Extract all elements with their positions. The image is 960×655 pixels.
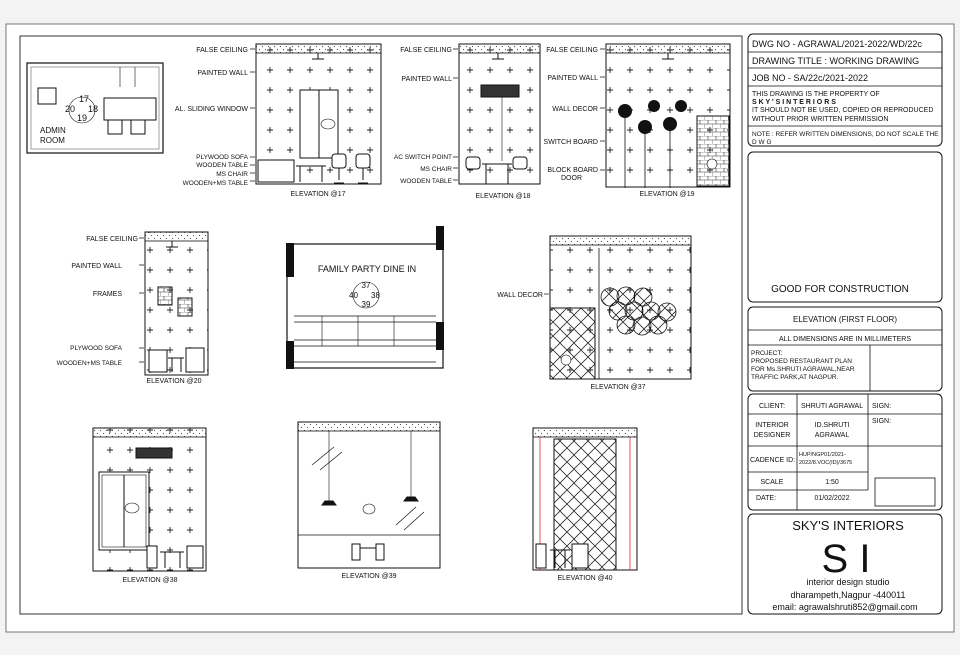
drawing-title: DRAWING TITLE : WORKING DRAWING	[752, 56, 919, 66]
admin-room-label-2: ROOM	[40, 136, 65, 145]
designer-value-1: ID.SHRUTI	[815, 422, 850, 429]
note-line-1: NOTE : REFER WRITTEN DIMENSIONS, DO NOT …	[752, 131, 939, 138]
label-painted-wall-17: PAINTED WALL	[197, 70, 248, 77]
designer-value-2: AGRAWAL	[815, 432, 850, 439]
studio-address: dharampeth,Nagpur -440011	[791, 590, 906, 600]
job-no: JOB NO - SA/22c/2021-2022	[752, 73, 868, 83]
label-painted-wall-18: PAINTED WALL	[401, 76, 452, 83]
label-false-ceiling-18: FALSE CEILING	[400, 47, 452, 54]
project-line-2: PROPOSED RESTAURANT PLAN	[751, 358, 852, 365]
date-label: DATE:	[756, 495, 776, 502]
caption-elevation-39: ELEVATION @39	[341, 573, 396, 580]
label-painted-wall-19: PAINTED WALL	[547, 75, 598, 82]
project-line-4: TRAFFIC PARK,AT NAGPUR.	[751, 374, 839, 381]
admin-room-label-1: ADMIN	[40, 126, 66, 135]
label-ms-chair-18: MS CHAIR	[420, 166, 452, 173]
cadence-value-2: 2022/8.VOC(ID)/3675	[799, 460, 852, 466]
fp-tag-bottom: 39	[362, 300, 371, 309]
client-value: SHRUTI AGRAWAL	[801, 403, 863, 410]
caption-elevation-20: ELEVATION @20	[146, 378, 201, 385]
elevation-18: FALSE CEILING PAINTED WALL AC SWITCH POI…	[394, 43, 541, 200]
label-block-board-2: DOOR	[561, 175, 582, 182]
label-ac-switch: AC SWITCH POINT	[394, 154, 452, 161]
label-switch-board: SWITCH BOARD	[544, 139, 598, 146]
label-false-ceiling-17: FALSE CEILING	[196, 47, 248, 54]
fp-tag-left: 40	[349, 291, 358, 300]
fp-tag-top: 37	[362, 281, 371, 290]
property-line-2: S K Y ' S I N T E R I O R S	[752, 99, 836, 106]
title-block: DWG NO - AGRAWAL/2021-2022/WD/22c DRAWIN…	[747, 33, 943, 615]
family-party-plan: FAMILY PARTY DINE IN 37 40 38 39	[286, 226, 444, 369]
caption-elevation-18: ELEVATION @18	[475, 193, 530, 200]
admin-tag-bottom: 19	[77, 113, 87, 123]
label-painted-wall-20: PAINTED WALL	[71, 263, 122, 270]
admin-tag-left: 20	[65, 104, 75, 114]
scale-value: 1:50	[825, 479, 839, 486]
designer-sign: SIGN:	[872, 418, 891, 425]
cadence-value-1: HUP/NGP01/2021-	[799, 452, 846, 458]
label-ms-chair-17: MS CHAIR	[216, 171, 248, 178]
caption-elevation-38: ELEVATION @38	[122, 577, 177, 584]
elevation-floor: ELEVATION (FIRST FLOOR)	[793, 315, 897, 324]
label-wooden-table-17: WOODEN TABLE	[196, 162, 248, 169]
caption-elevation-19: ELEVATION @19	[639, 191, 694, 198]
label-wooden-ms-table-20: WOODEN+MS TABLE	[57, 360, 123, 367]
studio-logo: S I	[822, 537, 871, 581]
label-wall-decor-19: WALL DECOR	[552, 106, 598, 113]
good-for-construction: GOOD FOR CONSTRUCTION	[771, 284, 909, 295]
label-plywood-sofa-20: PLYWOOD SOFA	[70, 345, 123, 352]
studio-tagline: interior design studio	[806, 577, 889, 587]
elevation-17: FALSE CEILING PAINTED WALL AL. SLIDING W…	[175, 43, 382, 198]
label-wooden-table-18: WOODEN TABLE	[400, 178, 452, 185]
admin-room-plan: 17 20 18 19 ADMIN ROOM	[26, 62, 164, 154]
caption-elevation-37: ELEVATION @37	[590, 384, 645, 391]
studio-email: email: agrawalshruti852@gmail.com	[772, 602, 917, 612]
admin-tag-top: 17	[79, 94, 89, 104]
property-line-4: WITHOUT PRIOR WRITTEN PERMISSION	[752, 116, 888, 123]
elevation-37: WALL DECOR ELEVATION @37	[497, 235, 692, 391]
family-party-label: FAMILY PARTY DINE IN	[318, 264, 416, 274]
designer-label-1: INTERIOR	[755, 422, 788, 429]
project-line-1: PROJECT:	[751, 350, 783, 357]
caption-elevation-17: ELEVATION @17	[290, 191, 345, 198]
date-value: 01/02/2022	[814, 495, 849, 502]
label-sliding-window: AL. SLIDING WINDOW	[175, 106, 249, 113]
fp-tag-right: 38	[371, 291, 380, 300]
note-line-2: D W G	[752, 139, 772, 146]
elevation-38: ELEVATION @38	[92, 427, 207, 584]
designer-label-2: DESIGNER	[754, 432, 791, 439]
dwg-no: DWG NO - AGRAWAL/2021-2022/WD/22c	[752, 39, 922, 49]
client-sign: SIGN:	[872, 403, 891, 410]
elevation-39: ELEVATION @39	[297, 421, 441, 580]
dimensions-note: ALL DIMENSIONS ARE IN MILLIMETERS	[779, 336, 911, 343]
client-label: CLIENT:	[759, 403, 785, 410]
studio-name: SKY'S INTERIORS	[792, 518, 904, 533]
elevation-20: FALSE CEILING PAINTED WALL FRAMES PLYWOO…	[57, 231, 209, 385]
elevation-40: ELEVATION @40	[532, 427, 638, 582]
property-line-3: IT SHOULD NOT BE USED, COPIED OR REPRODU…	[752, 107, 933, 114]
project-line-3: FOR Ms.SHRUTI AGRAWAL,NEAR	[751, 366, 855, 373]
label-false-ceiling-20: FALSE CEILING	[86, 236, 138, 243]
label-plywood-sofa-17: PLYWOOD SOFA	[196, 154, 249, 161]
label-false-ceiling-19: FALSE CEILING	[546, 47, 598, 54]
elevation-19: FALSE CEILING PAINTED WALL WALL DECOR SW…	[544, 43, 731, 198]
label-wall-decor-37: WALL DECOR	[497, 292, 543, 299]
admin-tag-right: 18	[88, 104, 98, 114]
label-wooden-ms-table-17: WOODEN+MS TABLE	[183, 180, 249, 187]
label-frames: FRAMES	[93, 291, 123, 298]
scale-label: SCALE	[761, 479, 784, 486]
label-block-board-1: BLOCK BOARD	[547, 167, 598, 174]
caption-elevation-40: ELEVATION @40	[557, 575, 612, 582]
property-line-1: THIS DRAWING IS THE PROPERTY OF	[752, 91, 880, 98]
cadence-label: CADENCE ID:	[750, 457, 795, 464]
